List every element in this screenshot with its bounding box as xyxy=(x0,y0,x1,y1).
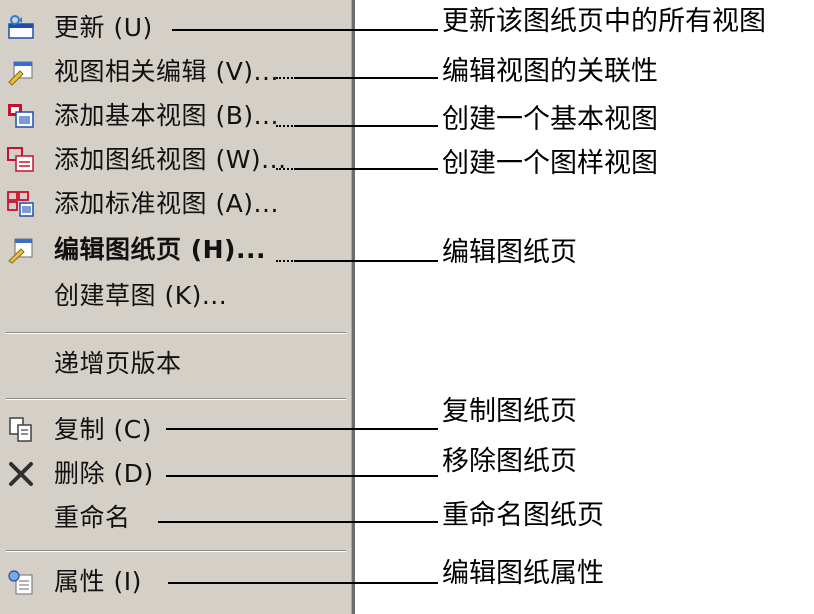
leader-line-copy xyxy=(166,428,438,430)
callout-rename: 重命名图纸页 xyxy=(442,500,604,531)
add-standard-views-icon xyxy=(6,190,36,218)
leader-dots-view-edit xyxy=(276,77,296,79)
refresh-views-icon xyxy=(6,14,36,42)
menu-item-label: 属性 (I) xyxy=(54,567,142,596)
leader-dots-base-view xyxy=(276,125,296,127)
callout-properties: 编辑图纸属性 xyxy=(442,558,604,589)
menu-item-label: 复制 (C) xyxy=(54,415,152,444)
menu-item-label: 视图相关编辑 (V)... xyxy=(54,57,279,86)
add-base-view-icon xyxy=(6,102,36,130)
menu-item-label: 添加图纸视图 (W)... xyxy=(54,145,287,174)
leader-line-view-edit xyxy=(296,77,438,79)
menu-item-label: 创建草图 (K)... xyxy=(54,281,228,310)
menu-item-add-standard-views[interactable]: 添加标准视图 (A)... xyxy=(0,182,350,226)
leader-line-base-view xyxy=(296,125,438,127)
menu-item-update[interactable]: 更新 (U) xyxy=(0,6,350,50)
menu-item-label: 重命名 xyxy=(54,503,131,532)
menu-item-label: 添加标准视图 (A)... xyxy=(54,189,279,218)
leader-dots-edit-sheet xyxy=(276,260,296,262)
menu-separator xyxy=(6,550,346,552)
menu-separator xyxy=(6,398,346,400)
drawing-sheet-context-menu: 更新 (U) 视图相关编辑 (V)... xyxy=(0,0,355,614)
callout-copy: 复制图纸页 xyxy=(442,396,577,427)
menu-item-label: 递增页版本 xyxy=(54,349,182,378)
menu-item-label: 编辑图纸页 (H)... xyxy=(54,235,266,264)
menu-item-label: 添加基本视图 (B)... xyxy=(54,101,279,130)
properties-icon xyxy=(6,568,36,596)
leader-line-rename xyxy=(158,521,438,523)
callout-edit-sheet: 编辑图纸页 xyxy=(442,237,577,268)
menu-item-label: 删除 (D) xyxy=(54,459,154,488)
menu-item-increment-revision[interactable]: 递增页版本 xyxy=(0,342,350,386)
menu-item-copy[interactable]: 复制 (C) xyxy=(0,408,350,452)
menu-item-edit-sheet[interactable]: 编辑图纸页 (H)... xyxy=(0,228,350,272)
leader-line-edit-sheet xyxy=(296,260,438,262)
leader-line-update xyxy=(172,29,438,31)
callout-update: 更新该图纸页中的所有视图 xyxy=(442,6,766,37)
leader-line-drawing-view xyxy=(296,168,438,170)
callout-drawing-view: 创建一个图样视图 xyxy=(442,148,658,179)
menu-item-rename[interactable]: 重命名 xyxy=(0,496,350,540)
menu-item-add-drawing-view[interactable]: 添加图纸视图 (W)... xyxy=(0,138,350,182)
menu-item-label: 更新 (U) xyxy=(54,13,153,42)
menu-item-delete[interactable]: 删除 (D) xyxy=(0,452,350,496)
callout-base-view: 创建一个基本视图 xyxy=(442,104,658,135)
edit-sheet-icon xyxy=(6,236,36,264)
menu-item-view-dependent-edit[interactable]: 视图相关编辑 (V)... xyxy=(0,50,350,94)
copy-icon xyxy=(6,416,36,444)
menu-separator xyxy=(6,332,346,334)
leader-line-properties xyxy=(168,582,438,584)
delete-icon xyxy=(6,460,36,488)
callout-delete: 移除图纸页 xyxy=(442,446,577,477)
menu-item-add-base-view[interactable]: 添加基本视图 (B)... xyxy=(0,94,350,138)
menu-item-create-sketch[interactable]: 创建草图 (K)... xyxy=(0,274,350,318)
callout-view-edit: 编辑视图的关联性 xyxy=(442,56,658,87)
edit-view-relations-icon xyxy=(6,58,36,86)
menu-item-properties[interactable]: 属性 (I) xyxy=(0,560,350,604)
add-drawing-view-icon xyxy=(6,146,36,174)
leader-line-delete xyxy=(166,475,438,477)
leader-dots-drawing-view xyxy=(276,168,296,170)
